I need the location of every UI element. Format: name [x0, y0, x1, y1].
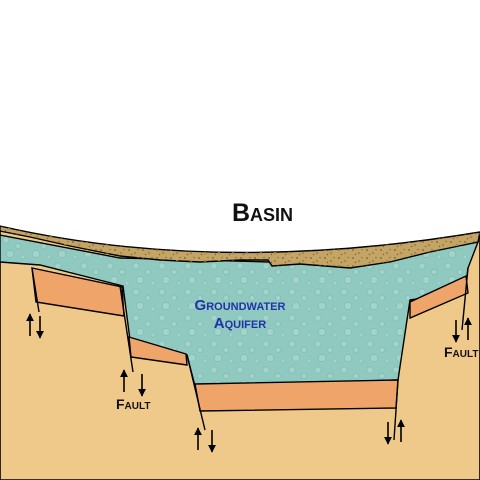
- fault-label-right: Fault: [444, 344, 479, 360]
- orange-layer-bottom: [194, 379, 399, 412]
- fault-line-left-1: [31, 267, 40, 313]
- fault-line-right-2: [461, 267, 469, 331]
- aquifer-label-line-2: Aquifer: [213, 315, 267, 332]
- orange-layer-right: [409, 274, 469, 320]
- basin-label: Basin: [232, 199, 294, 227]
- fault-line-left-2: [119, 285, 134, 373]
- fault-label-left: Fault: [116, 396, 151, 412]
- fault-motion-arrows-icon: [26, 313, 472, 453]
- aquifer-label-line-1: Groundwater: [194, 297, 286, 314]
- fault-line-left-3: [186, 354, 206, 431]
- fault-line-right-1: [393, 379, 399, 441]
- surface-sediment-texture: [0, 226, 480, 268]
